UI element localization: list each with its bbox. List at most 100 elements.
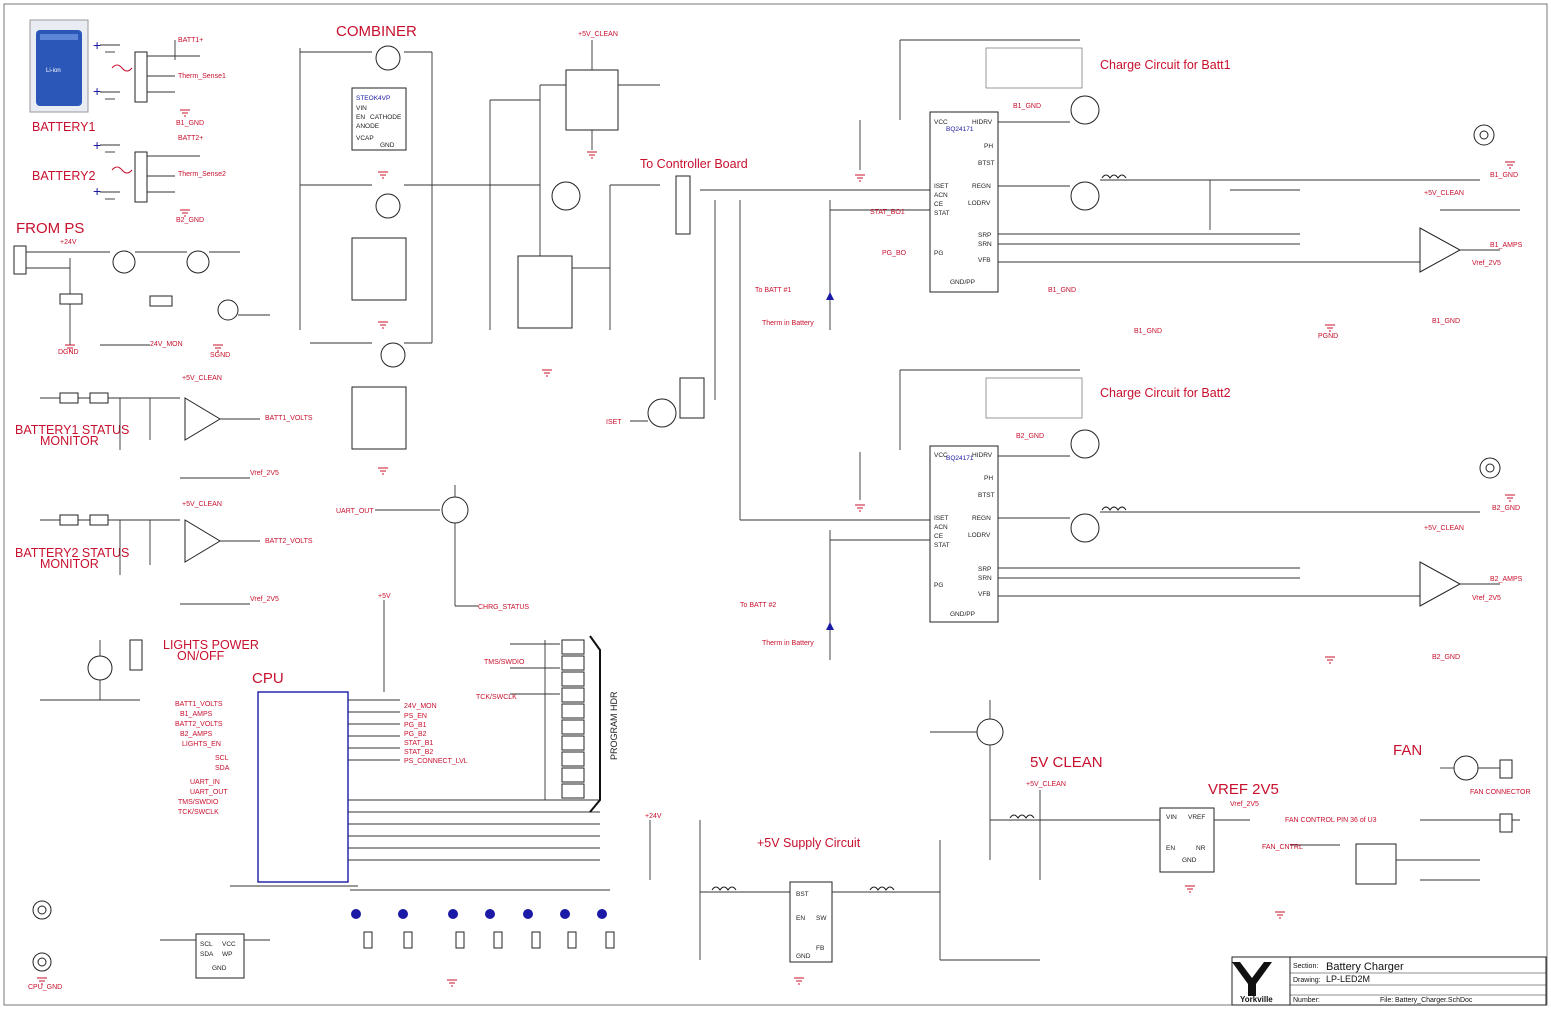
u102-pin-pg: PG: [934, 250, 943, 257]
u102-pin-stat: STAT: [934, 210, 950, 217]
led-row: [350, 889, 615, 949]
top-middle-circuit: [489, 40, 691, 330]
vref-label: VREF 2V5: [1208, 781, 1279, 798]
cpu-right-pin-labels: 24V_MON PS_EN PG_B1 PG_B2 STAT_B1 STAT_B…: [404, 703, 468, 765]
svg-text:BATT2_VOLTS: BATT2_VOLTS: [175, 721, 223, 728]
bat1-monitor-circuit: [40, 392, 260, 479]
svg-text:24V_MON: 24V_MON: [404, 703, 437, 710]
svg-text:+: +: [93, 183, 101, 199]
title-drawing: LP-LED2M: [1326, 974, 1370, 984]
u102-pin-regn: REGN: [972, 183, 991, 190]
svg-text:PG_B2: PG_B2: [404, 731, 427, 738]
lights-line1: LIGHTS POWER: [163, 638, 259, 652]
svg-text:PS_CONNECT_LVL: PS_CONNECT_LVL: [404, 758, 468, 765]
net-uart-out: UART_OUT: [336, 508, 374, 515]
svg-text:STAT_B1: STAT_B1: [404, 740, 433, 747]
title-company: Yorkville: [1240, 995, 1273, 1004]
net-vref-b1: Vref_2V5: [1472, 260, 1501, 267]
u202-part: BQ24171: [946, 455, 974, 462]
svg-text:LIGHTS_EN: LIGHTS_EN: [182, 741, 221, 748]
lights-circuit: [40, 639, 143, 701]
vref-pin-nr: NR: [1196, 845, 1206, 852]
sheet-border: [3, 3, 1548, 1006]
net-fan-cntrl: FAN_CNTRL: [1262, 844, 1303, 851]
net-pgnd: PGND: [1318, 333, 1338, 340]
net-b1-gnd-opamp: B1_GND: [1432, 318, 1460, 325]
eeprom-pin-sda: SDA: [200, 951, 214, 958]
bat1-monitor-line2: MONITOR: [40, 434, 99, 448]
title-block: [1231, 956, 1547, 1006]
mounting-holes: [32, 900, 52, 972]
uart-circuit: [375, 485, 478, 607]
svg-text:BATT1_VOLTS: BATT1_VOLTS: [175, 701, 223, 708]
net-b1-gnd: B1_GND: [176, 120, 204, 127]
u4-pin-vcap: VCAP: [356, 135, 374, 142]
net-5v-clean-m1: +5V_CLEAN: [182, 375, 222, 382]
program-header: [510, 635, 601, 813]
net-therm-sense1: Therm_Sense1: [178, 73, 226, 80]
title-file: Battery_Charger.SchDoc: [1395, 997, 1473, 1004]
u102-part: BQ24171: [946, 126, 974, 133]
charge1-label: Charge Circuit for Batt1: [1100, 58, 1231, 72]
eeprom-pin-vcc: VCC: [222, 941, 236, 948]
u202-pin-hidrv: HIDRV: [972, 452, 993, 459]
net-b1-gnd-right: B1_GND: [1490, 172, 1518, 179]
net-vref-b2: Vref_2V5: [1472, 595, 1501, 602]
eeprom-pin-wp: WP: [222, 951, 232, 958]
u4-pin-vin: VIN: [356, 105, 367, 112]
u102-pin-ce: CE: [934, 201, 944, 208]
u102-pin-hidrv: HIDRV: [972, 119, 993, 126]
eeprom-pin-gnd: GND: [212, 965, 227, 972]
bat2-monitor-line1: BATTERY2 STATUS: [15, 546, 129, 560]
u4-pin-anode: ANODE: [356, 123, 380, 130]
net-24v-mon: 24V_MON: [150, 341, 183, 348]
title-section: Battery Charger: [1326, 961, 1404, 973]
fan-connector-label: FAN CONNECTOR: [1470, 789, 1531, 796]
title-file-label: File:: [1380, 997, 1393, 1004]
u202-pin-btst: BTST: [978, 492, 995, 499]
net-vref-out: Vref_2V5: [1230, 801, 1259, 808]
u202-pin-vcc: VCC: [934, 452, 948, 459]
battery1-symbol: + +: [93, 37, 200, 103]
svg-text:STAT_B2: STAT_B2: [404, 749, 433, 756]
vref-pin-en: EN: [1166, 845, 1175, 852]
net-tms: TMS/SWDIO: [484, 659, 525, 666]
cpu-left-pin-labels: BATT1_VOLTS B1_AMPS BATT2_VOLTS B2_AMPS …: [175, 701, 230, 816]
u202-pin-ph: PH: [984, 475, 993, 482]
combiner-circuit: [299, 45, 540, 450]
net-b1-amps: B1_AMPS: [1490, 242, 1523, 249]
fan-label: FAN: [1393, 742, 1422, 759]
u102-pin-lodrv: LODRV: [968, 200, 991, 207]
net-batt2-plus: BATT2+: [178, 135, 203, 142]
u4-pin-en: EN: [356, 114, 365, 121]
net-vref-m2: Vref_2V5: [250, 596, 279, 603]
clean5v-label: 5V CLEAN: [1030, 754, 1103, 771]
net-dgnd: DGND: [58, 349, 79, 356]
svg-text:SCL: SCL: [215, 755, 229, 762]
vref-pin-gnd: GND: [1182, 857, 1197, 864]
svg-text:+: +: [93, 83, 101, 99]
u102-pin-btst: BTST: [978, 160, 995, 167]
net-vref-m1: Vref_2V5: [250, 470, 279, 477]
svg-text:+: +: [93, 37, 101, 53]
net-chrg-status: CHRG_STATUS: [478, 604, 529, 611]
svg-text:TCK/SWCLK: TCK/SWCLK: [178, 809, 219, 816]
title-drawing-label: Drawing:: [1293, 977, 1321, 984]
title-number-label: Number:: [1293, 997, 1320, 1004]
svg-text:PG_B1: PG_B1: [404, 722, 427, 729]
ground-symbols: [37, 109, 1515, 987]
net-therm-batt1: Therm in Battery: [762, 320, 814, 327]
net-pg-bo: PG_BO: [882, 250, 907, 257]
net-b2-gnd-right: B2_GND: [1492, 505, 1520, 512]
net-iset: ISET: [606, 419, 622, 426]
clean5v-circuit: [930, 700, 1250, 880]
u102-pin-iset: ISET: [934, 183, 948, 190]
u202-pin-vfb: VFB: [978, 591, 991, 598]
charge2-circuit: [826, 369, 1501, 660]
battery2-label: BATTERY2: [32, 169, 95, 183]
svg-text:Li-ion: Li-ion: [46, 68, 61, 74]
u202-pin-gndpp: GND/PP: [950, 611, 975, 618]
net-plus24-ps: +24V: [60, 239, 77, 246]
u202-pin-srp: SRP: [978, 566, 991, 573]
